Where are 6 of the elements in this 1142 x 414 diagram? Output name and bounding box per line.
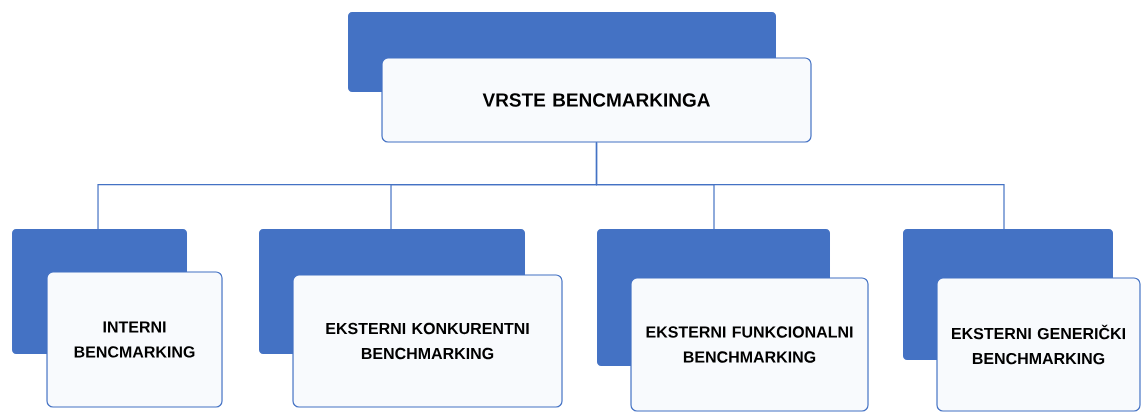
box: VRSTE BENCMARKINGA — [348, 12, 812, 143]
box: INTERNI BENCMARKING — [12, 229, 223, 408]
box: EKSTERNI FUNKCIONALNI BENCHMARKING — [597, 229, 869, 412]
box: EKSTERNI KONKURENTNI BENCHMARKING — [259, 229, 563, 408]
box: EKSTERNI GENERIČKI BENCHMARKING — [903, 229, 1141, 412]
connector-line — [595, 142, 1005, 230]
